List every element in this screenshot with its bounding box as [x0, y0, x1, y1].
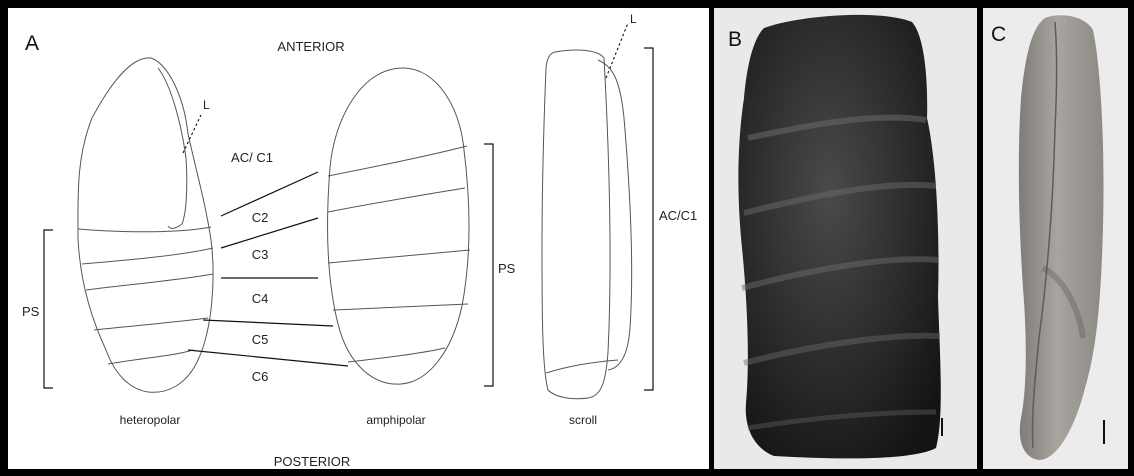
- schematic-svg: A ANTERIOR POSTERIOR L: [8, 8, 709, 469]
- ps-bracket-left: [44, 230, 53, 388]
- coil-label-ac-c1: AC/ C1: [231, 150, 273, 165]
- coil-label-c5: C5: [252, 332, 269, 347]
- panel-letter-c: C: [991, 23, 1006, 46]
- ps-label-left: PS: [22, 304, 40, 319]
- anterior-label: ANTERIOR: [277, 39, 344, 54]
- scroll-diagram: L: [542, 12, 637, 399]
- l-label-left: L: [203, 98, 210, 112]
- panel-b-photo: B: [714, 8, 977, 469]
- heteropolar-label: heteropolar: [120, 413, 181, 427]
- specimen-c-svg: C: [983, 8, 1128, 469]
- specimen-b-svg: B: [714, 8, 977, 469]
- specimen-b: [738, 15, 940, 458]
- scroll-label: scroll: [569, 413, 597, 427]
- amphipolar-diagram: [328, 68, 470, 384]
- ac-c1-bracket: [644, 48, 653, 390]
- heteropolar-diagram: L: [78, 58, 213, 392]
- amphipolar-label: amphipolar: [366, 413, 425, 427]
- coil-label-c3: C3: [252, 247, 269, 262]
- coil-labels: AC/ C1 C2 C3 C4 C5 C6: [231, 150, 273, 384]
- panel-letter-a: A: [25, 32, 39, 55]
- ac-c1-label-right: AC/C1: [659, 208, 697, 223]
- coil-label-c2: C2: [252, 210, 269, 225]
- panel-c-photo: C: [983, 8, 1128, 469]
- panel-a-drawings: A ANTERIOR POSTERIOR L: [8, 8, 709, 469]
- coil-label-c4: C4: [252, 291, 269, 306]
- l-label-right: L: [630, 12, 637, 26]
- coil-label-c6: C6: [252, 369, 269, 384]
- posterior-label: POSTERIOR: [274, 454, 351, 469]
- specimen-c: [1019, 15, 1104, 460]
- panel-letter-b: B: [728, 28, 742, 51]
- ps-bracket-right: [484, 144, 493, 386]
- ps-label-right: PS: [498, 261, 516, 276]
- l-leader-right: [606, 23, 628, 78]
